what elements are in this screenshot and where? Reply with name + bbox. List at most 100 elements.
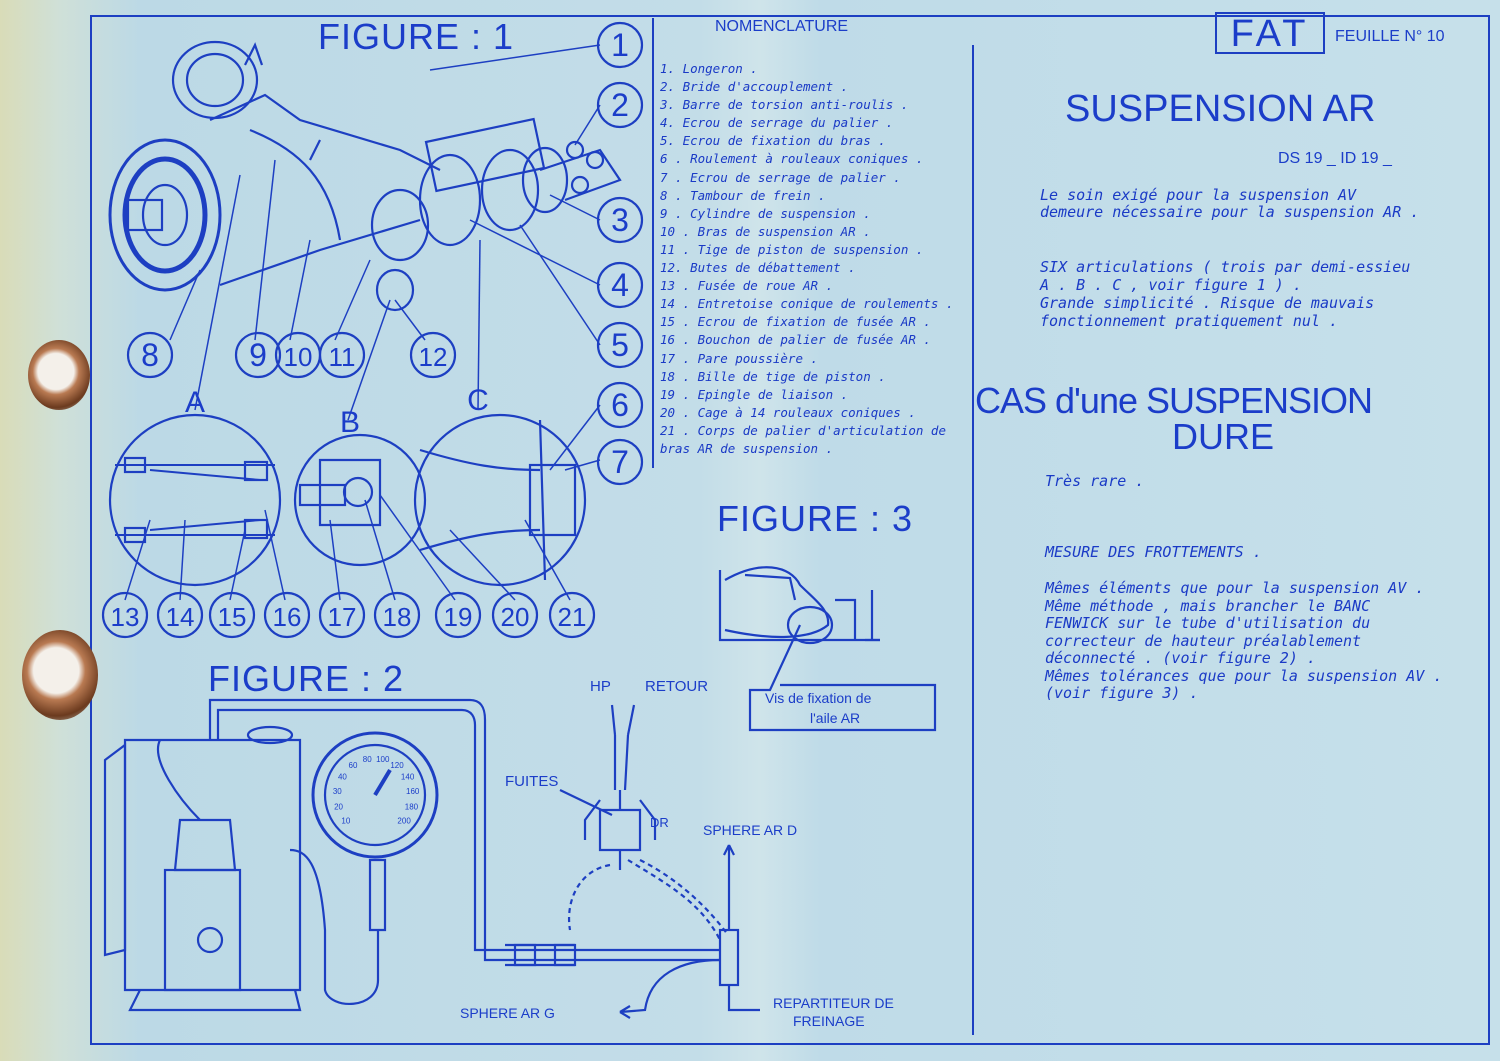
model-line: DS 19 _ ID 19 _	[1278, 150, 1392, 167]
callout-1: 1	[596, 21, 644, 69]
gauge-tick-label: 140	[401, 772, 415, 781]
mesure-line: Mêmes tolérances que pour la suspension …	[1045, 666, 1443, 685]
callout-14: 14	[156, 591, 204, 639]
callout-5: 5	[596, 321, 644, 369]
svg-text:3: 3	[611, 202, 629, 238]
nomenclature-item: bras AR de suspension .	[660, 440, 834, 456]
detail-letters: ABC	[185, 384, 489, 439]
callout-9: 9	[234, 331, 282, 379]
nomenclature-item: 1. Longeron .	[660, 61, 758, 76]
gauge-tick-label: 40	[338, 772, 347, 781]
nomenclature-item: 19 . Epingle de liaison .	[660, 386, 849, 402]
gauge-tick-label: 20	[334, 803, 343, 812]
svg-text:10: 10	[284, 342, 313, 372]
gauge-tick-label: 80	[363, 755, 372, 764]
mesure-line: Même méthode , mais brancher le BANC	[1045, 596, 1371, 615]
mesure-paragraph: Mêmes éléments que pour la suspension AV…	[1045, 579, 1443, 703]
svg-text:15: 15	[218, 602, 247, 632]
svg-text:18: 18	[383, 602, 412, 632]
svg-text:14: 14	[166, 602, 195, 632]
nomenclature-item: 4. Ecrou de serrage du palier .	[660, 115, 894, 131]
articulations-paragraph: SIX articulations ( trois par demi-essie…	[1040, 258, 1410, 330]
figure2-title: FIGURE : 2	[208, 658, 405, 699]
nomenclature-item: 5. Ecrou de fixation du bras .	[660, 133, 886, 149]
nomenclature-item: 11 . Tige de piston de suspension .	[660, 241, 924, 257]
mesure-line: déconnecté . (voir figure 2) .	[1045, 649, 1316, 667]
fat-box: FAT	[1215, 12, 1325, 54]
sheet-number: FEUILLE N° 10	[1335, 28, 1445, 45]
label-sphere-arg: SPHERE AR G	[460, 1005, 555, 1021]
label-vis-line1: Vis de fixation de	[765, 690, 872, 706]
svg-text:6: 6	[611, 387, 629, 423]
detail-letter-B: B	[340, 406, 360, 439]
figure3-title: FIGURE : 3	[717, 498, 914, 539]
nomenclature-item: 8 . Tambour de frein .	[660, 187, 826, 203]
label-vis-line2: l'aile AR	[810, 710, 861, 726]
tres-rare: Très rare .	[1045, 472, 1145, 490]
label-fuites: FUITES	[505, 773, 559, 790]
nomenclature-item: 16 . Bouchon de palier de fusée AR .	[660, 332, 931, 348]
figure1-title: FIGURE : 1	[318, 16, 515, 57]
callout-12: 12	[409, 331, 457, 379]
svg-text:4: 4	[611, 267, 629, 303]
callout-19: 19	[434, 591, 482, 639]
callout-13: 13	[101, 591, 149, 639]
callout-15: 15	[208, 591, 256, 639]
nomenclature-item: 9 . Cylindre de suspension .	[660, 205, 871, 221]
mesure-line: correcteur de hauteur préalablement	[1045, 631, 1362, 650]
callout-20: 20	[491, 591, 539, 639]
mesure-title: MESURE DES FROTTEMENTS .	[1045, 543, 1262, 561]
punch-hole-bottom	[22, 630, 98, 720]
svg-text:5: 5	[611, 327, 629, 363]
nomenclature-title: NOMENCLATURE	[715, 18, 849, 35]
articulations-line: fonctionnement pratiquement nul .	[1040, 312, 1339, 330]
nomenclature-item: 7 . Ecrou de serrage de palier .	[660, 169, 901, 185]
mesure-line: Mêmes éléments que pour la suspension AV…	[1045, 579, 1425, 597]
svg-text:2: 2	[611, 87, 629, 123]
callout-4: 4	[596, 261, 644, 309]
svg-text:12: 12	[419, 342, 448, 372]
gauge-tick-label: 120	[390, 761, 404, 770]
gauge-tick-label: 100	[376, 755, 390, 764]
nomenclature-item: 12. Butes de débattement .	[660, 260, 856, 276]
callout-3: 3	[596, 196, 644, 244]
nomenclature-item: 10 . Bras de suspension AR .	[660, 223, 871, 239]
nomenclature-item: 15 . Ecrou de fixation de fusée AR .	[660, 314, 931, 330]
nomenclature-item: 14 . Entretoise conique de roulements .	[660, 296, 954, 312]
car-front-drawing	[718, 566, 937, 732]
gauge-tick-label: 30	[333, 787, 342, 796]
figure1-leaders	[169, 44, 601, 471]
section-title: SUSPENSION AR	[1065, 88, 1376, 130]
gauge-tick-label: 160	[406, 787, 420, 796]
callout-21: 21	[548, 591, 596, 639]
gauge-tick-label: 10	[341, 816, 350, 825]
detail-circles	[108, 413, 587, 587]
label-freinage: FREINAGE	[793, 1013, 865, 1029]
callout-7: 7	[596, 438, 644, 486]
articulations-line: Grande simplicité . Risque de mauvais	[1040, 294, 1375, 312]
nomenclature-item: 6 . Roulement à rouleaux coniques .	[660, 151, 924, 167]
detail-leaders	[124, 494, 571, 601]
intro-line: Le soin exigé pour la suspension AV	[1040, 186, 1357, 204]
callout-16: 16	[263, 591, 311, 639]
svg-text:13: 13	[111, 602, 140, 632]
gauge-tick-label: 60	[349, 761, 358, 770]
cas-title-line2: DURE	[1172, 416, 1275, 457]
intro-line: demeure nécessaire pour la suspension AR…	[1040, 203, 1420, 221]
svg-text:17: 17	[328, 602, 357, 632]
nomenclature-divider	[652, 18, 654, 468]
detail-letter-A: A	[185, 386, 205, 419]
nomenclature-list: 1. Longeron .2. Bride d'accouplement .3.…	[660, 60, 954, 458]
articulations-line: A . B . C , voir figure 1 ) .	[1040, 276, 1302, 294]
label-repartiteur: REPARTITEUR DE	[773, 995, 894, 1011]
gauge-tick-label: 200	[397, 816, 411, 825]
label-dr: DR	[650, 815, 669, 830]
nomenclature-item: 13 . Fusée de roue AR .	[660, 278, 834, 294]
nomenclature-item: 20 . Cage à 14 rouleaux coniques .	[660, 404, 916, 420]
mesure-line: (voir figure 3) .	[1045, 684, 1199, 702]
label-sphere-ard: SPHERE AR D	[703, 822, 798, 838]
